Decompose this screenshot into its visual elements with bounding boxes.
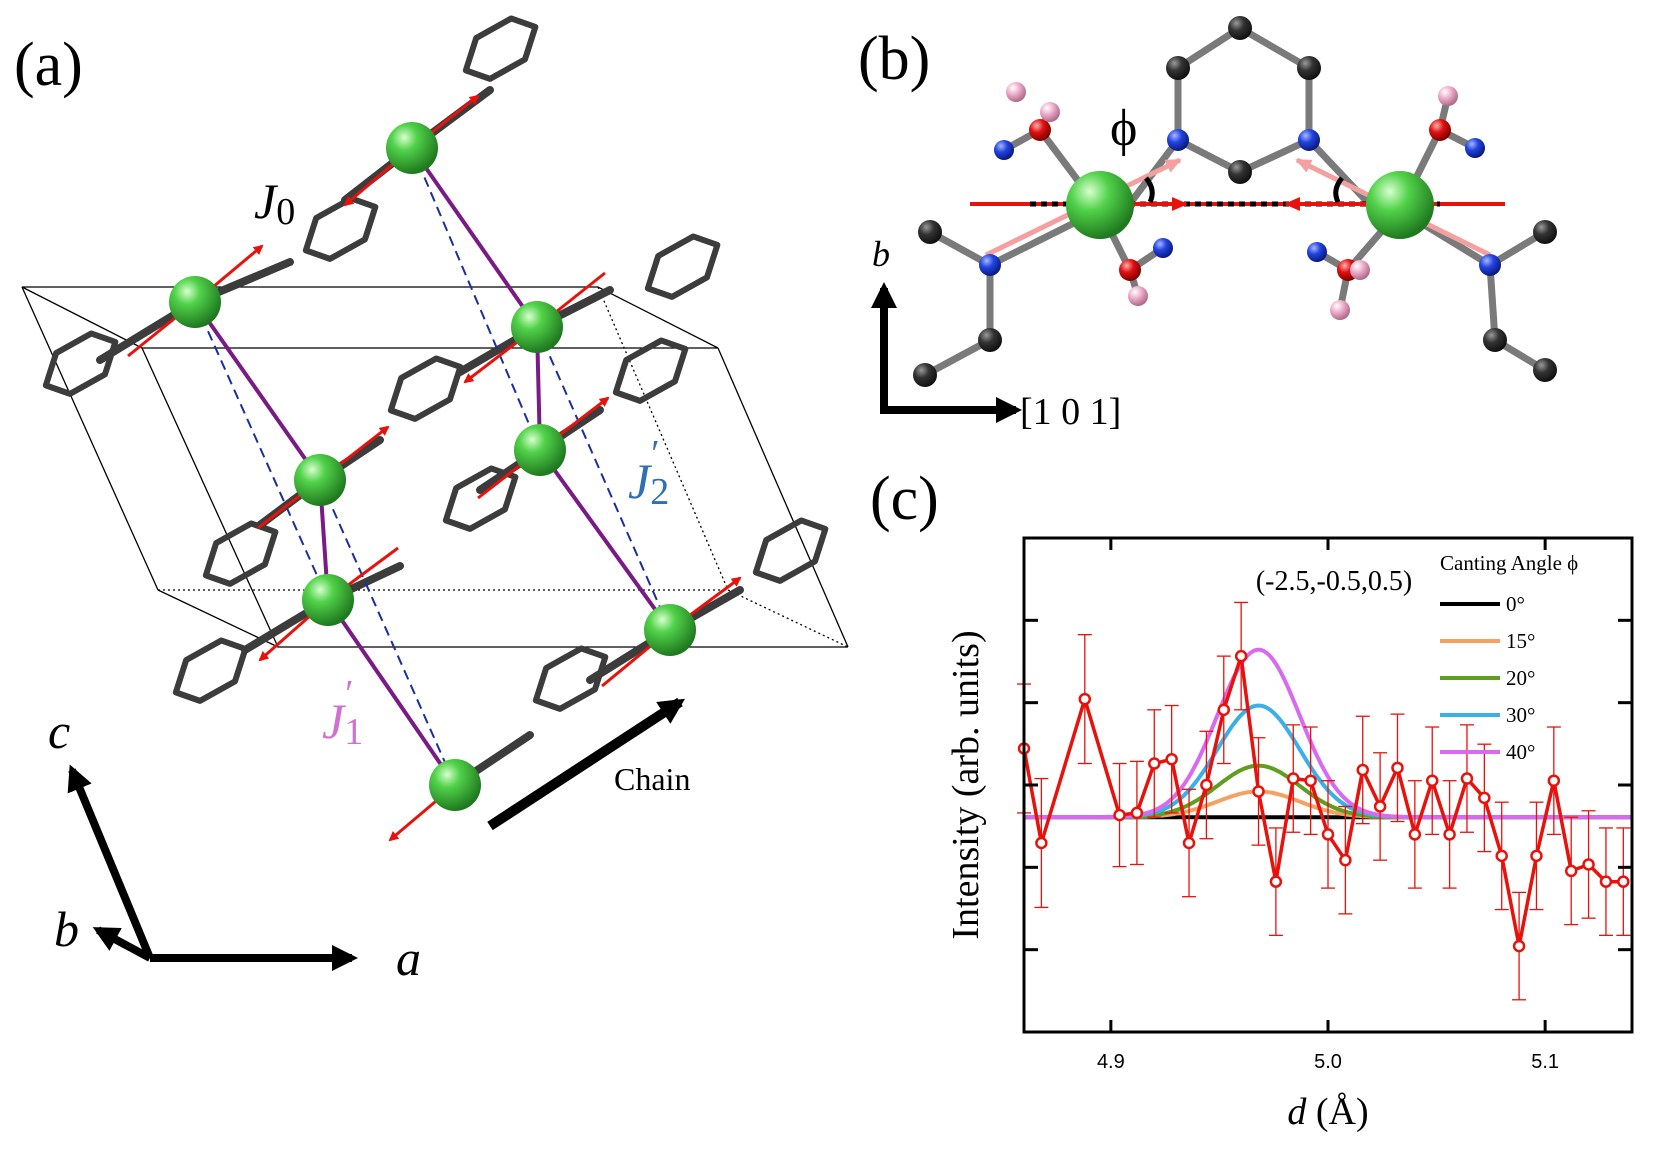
data-point — [1200, 778, 1213, 792]
data-point — [1321, 828, 1335, 841]
data-point — [1356, 763, 1369, 777]
chain-arrow — [487, 697, 686, 831]
data-point — [1182, 836, 1196, 850]
angle-arc-left — [1144, 176, 1155, 204]
phi-label: ϕ — [1110, 100, 1137, 157]
data-point — [1564, 864, 1578, 878]
data-point — [1460, 772, 1474, 785]
data-point — [1287, 772, 1300, 785]
j2-prime-label: J2′ — [628, 433, 669, 513]
axis-101-label: [1 0 1] — [1020, 391, 1121, 433]
chart-ticks: 4.9 5.0 5.1 — [1024, 538, 1632, 1073]
data-point — [1017, 742, 1031, 755]
metal-atom — [386, 122, 438, 174]
axis-b-label-b: b — [872, 234, 890, 274]
series-line-15° — [1024, 789, 1632, 820]
data-point — [1408, 828, 1422, 841]
panel-c-label: (c) — [870, 465, 939, 533]
metal-atom — [511, 301, 563, 353]
data-point — [1530, 849, 1543, 863]
data-point — [1443, 828, 1456, 841]
metal-atom — [294, 454, 346, 506]
metal-atom — [169, 276, 221, 328]
coordination-figure: ϕ b [1 0 1] — [871, 16, 1557, 433]
data-point — [1373, 800, 1387, 813]
data-point — [1148, 757, 1161, 770]
axis-b-label: b — [54, 901, 79, 957]
crystal-structure-figure: J0 J1′ J2′ Chain a c b — [21, 0, 849, 986]
plot-frame — [1022, 536, 1634, 1034]
data-point — [1234, 649, 1248, 663]
metal-atom — [302, 574, 354, 626]
j1-prime-label: J1′ — [322, 673, 363, 753]
carbon-atoms — [913, 16, 1557, 387]
reflection-label: (-2.5,-0.5,0.5) — [1256, 566, 1412, 597]
axis-a-label: a — [396, 930, 421, 986]
data-point — [1547, 774, 1561, 787]
metal-atom — [429, 759, 481, 811]
panel-b-label: (b) — [858, 25, 931, 93]
data-point — [1113, 808, 1126, 822]
data-point — [1425, 774, 1439, 787]
x-tick-label: 5.0 — [1314, 1051, 1342, 1073]
nitrogen-atoms — [979, 129, 1501, 276]
x-tick-label: 5.1 — [1531, 1051, 1559, 1073]
data-point — [1130, 806, 1144, 820]
ligand-bonds — [921, 24, 1549, 379]
chain-label: Chain — [614, 761, 690, 797]
data-point — [1495, 849, 1508, 863]
data-point — [1252, 785, 1265, 798]
data-point — [1304, 774, 1317, 787]
series-line-20° — [1024, 763, 1632, 820]
series-line-30° — [1024, 703, 1632, 820]
data-point — [1391, 761, 1404, 775]
metal-atoms-b — [1066, 171, 1434, 239]
legend-label-15°: 15° — [1506, 629, 1535, 653]
metal-atoms — [169, 122, 696, 811]
angle-arc-right — [1333, 176, 1344, 204]
data-point — [1478, 791, 1491, 805]
metal-atom — [514, 424, 566, 476]
legend-label-30°: 30° — [1506, 703, 1535, 727]
metal-atom — [644, 604, 696, 656]
axis-c-label: c — [48, 703, 70, 759]
data-point — [1339, 853, 1352, 867]
hydrogen-atoms — [1006, 82, 1458, 320]
data-point — [1078, 692, 1092, 706]
data-point — [1035, 836, 1048, 850]
j2-bonds — [194, 147, 671, 786]
series-line-40° — [1024, 647, 1632, 820]
data-point — [1165, 752, 1178, 766]
data-point — [1269, 875, 1283, 888]
data-point — [1582, 858, 1595, 871]
legend-label-20°: 20° — [1506, 666, 1535, 690]
y-axis-label: Intensity (arb. units) — [945, 630, 987, 939]
axes-a — [67, 764, 358, 971]
data-point — [1512, 939, 1526, 953]
data-point — [1599, 875, 1613, 888]
chart-legend: 0° 15° 20° 30° 40° — [1440, 592, 1535, 764]
legend-label-0°: 0° — [1506, 592, 1525, 616]
legend-title: Canting Angle ϕ — [1440, 551, 1578, 575]
legend-label-40°: 40° — [1506, 740, 1535, 764]
data-line — [1022, 655, 1624, 947]
data-point — [1217, 703, 1231, 717]
x-tick-label: 4.9 — [1097, 1051, 1125, 1073]
j0-label: J0 — [254, 173, 295, 233]
panel-a-label: (a) — [14, 31, 83, 99]
x-axis-label: d (Å) — [1287, 1091, 1368, 1133]
unit-cell — [21, 286, 849, 648]
data-point — [1617, 875, 1630, 888]
chart-series — [1017, 601, 1632, 1001]
